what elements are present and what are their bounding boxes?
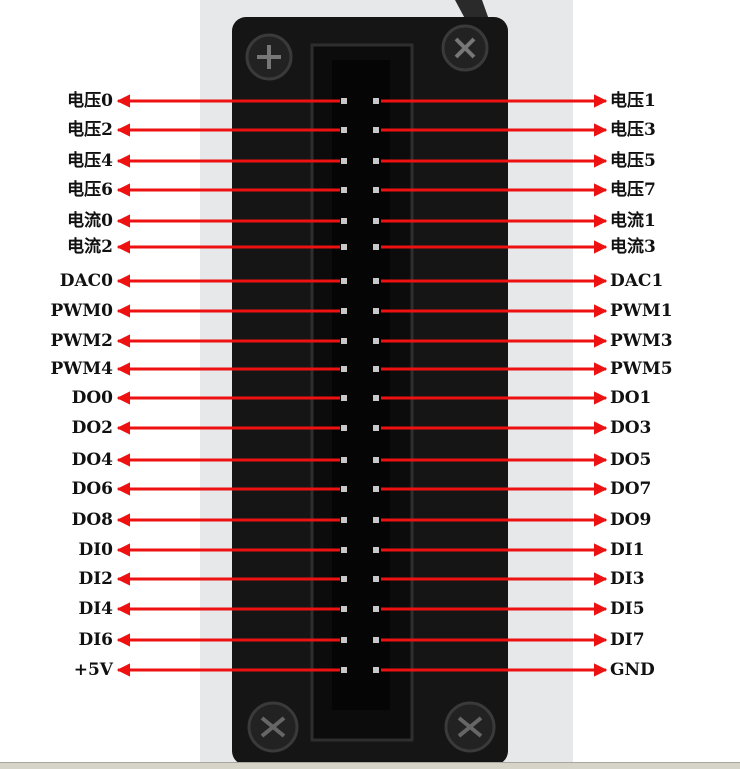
connector-pin <box>341 366 347 372</box>
pin-label-right: 电流3 <box>610 237 656 257</box>
pin-label-left: DI0 <box>78 540 113 560</box>
pin-label-right: PWM3 <box>610 331 673 351</box>
connector-pin <box>373 547 379 553</box>
connector-pin <box>341 395 347 401</box>
pin-label-right: 电压1 <box>610 91 656 111</box>
pin-label-right: DI7 <box>610 630 645 650</box>
connector-pin <box>341 98 347 104</box>
connector-pin <box>341 486 347 492</box>
connector-pin <box>341 127 347 133</box>
connector-pin <box>341 547 347 553</box>
connector-pin <box>373 576 379 582</box>
connector-pin <box>373 218 379 224</box>
connector-pin <box>373 338 379 344</box>
pin-label-right: 电流1 <box>610 211 656 231</box>
pin-label-left: DO4 <box>71 450 113 470</box>
connector-pin <box>373 425 379 431</box>
pin-label-right: PWM5 <box>610 359 673 379</box>
screw-icon <box>444 701 496 753</box>
connector-pin <box>341 278 347 284</box>
pin-label-right: 电压7 <box>610 180 656 200</box>
pin-label-left: 电压6 <box>67 180 113 200</box>
pin-label-right: 电压3 <box>610 120 656 140</box>
pin-label-left: DI6 <box>78 630 113 650</box>
connector-pin <box>373 158 379 164</box>
pin-label-left: 电压2 <box>67 120 113 140</box>
connector-pin <box>373 366 379 372</box>
pin-label-right: DI5 <box>610 599 645 619</box>
pin-label-right: DAC1 <box>610 271 664 291</box>
connector-pin <box>373 637 379 643</box>
pin-label-right: DI1 <box>610 540 645 560</box>
connector-pin <box>341 308 347 314</box>
pin-label-left: DO6 <box>71 479 113 499</box>
connector-pin <box>373 486 379 492</box>
connector-pin <box>341 158 347 164</box>
screw-icon <box>441 24 489 72</box>
connector-pin <box>373 278 379 284</box>
connector-pin <box>373 667 379 673</box>
connector-pin <box>373 395 379 401</box>
pin-label-left: 电流0 <box>67 211 113 231</box>
pin-label-left: 电压0 <box>67 91 113 111</box>
screw-icon <box>247 701 299 753</box>
pin-label-left: DO2 <box>71 418 113 438</box>
pin-label-right: DI3 <box>610 569 645 589</box>
pin-label-left: 电压4 <box>67 151 113 171</box>
connector-pin <box>373 308 379 314</box>
connector-pin <box>341 576 347 582</box>
connector-pin <box>341 338 347 344</box>
pin-label-left: PWM4 <box>50 359 113 379</box>
screw-icon <box>245 33 293 81</box>
pin-label-right: DO5 <box>610 450 652 470</box>
pin-label-left: +5V <box>73 660 113 680</box>
connector-pin <box>373 98 379 104</box>
pin-label-right: GND <box>610 660 655 680</box>
pin-label-right: DO9 <box>610 510 652 530</box>
pin-label-left: DAC0 <box>59 271 113 291</box>
connector-pin <box>341 425 347 431</box>
connector-pin <box>341 244 347 250</box>
pin-column <box>341 98 379 673</box>
connector-pin <box>341 187 347 193</box>
connector-pin <box>341 517 347 523</box>
pin-label-left: DI4 <box>78 599 113 619</box>
pin-label-left: PWM2 <box>50 331 113 351</box>
connector-pin <box>341 667 347 673</box>
pin-label-left: DO8 <box>71 510 113 530</box>
pin-label-right: DO1 <box>610 388 652 408</box>
connector-pin <box>341 218 347 224</box>
pin-label-right: DO3 <box>610 418 652 438</box>
pin-label-right: PWM1 <box>610 301 673 321</box>
window-bottom-bar <box>0 762 740 769</box>
pin-label-right: DO7 <box>610 479 652 499</box>
pin-label-left: PWM0 <box>50 301 113 321</box>
connector-pin <box>373 127 379 133</box>
connector-pin <box>373 606 379 612</box>
pin-label-right: 电压5 <box>610 151 656 171</box>
connector-pin <box>373 187 379 193</box>
connector-pin <box>341 457 347 463</box>
connector-pin <box>373 244 379 250</box>
connector-pin <box>373 517 379 523</box>
connector-pin <box>341 637 347 643</box>
connector-pin <box>373 457 379 463</box>
connector-slot-inner <box>332 60 390 710</box>
pin-label-left: 电流2 <box>67 237 113 257</box>
connector-pin <box>341 606 347 612</box>
pin-label-left: DO0 <box>71 388 113 408</box>
pin-label-left: DI2 <box>78 569 113 589</box>
